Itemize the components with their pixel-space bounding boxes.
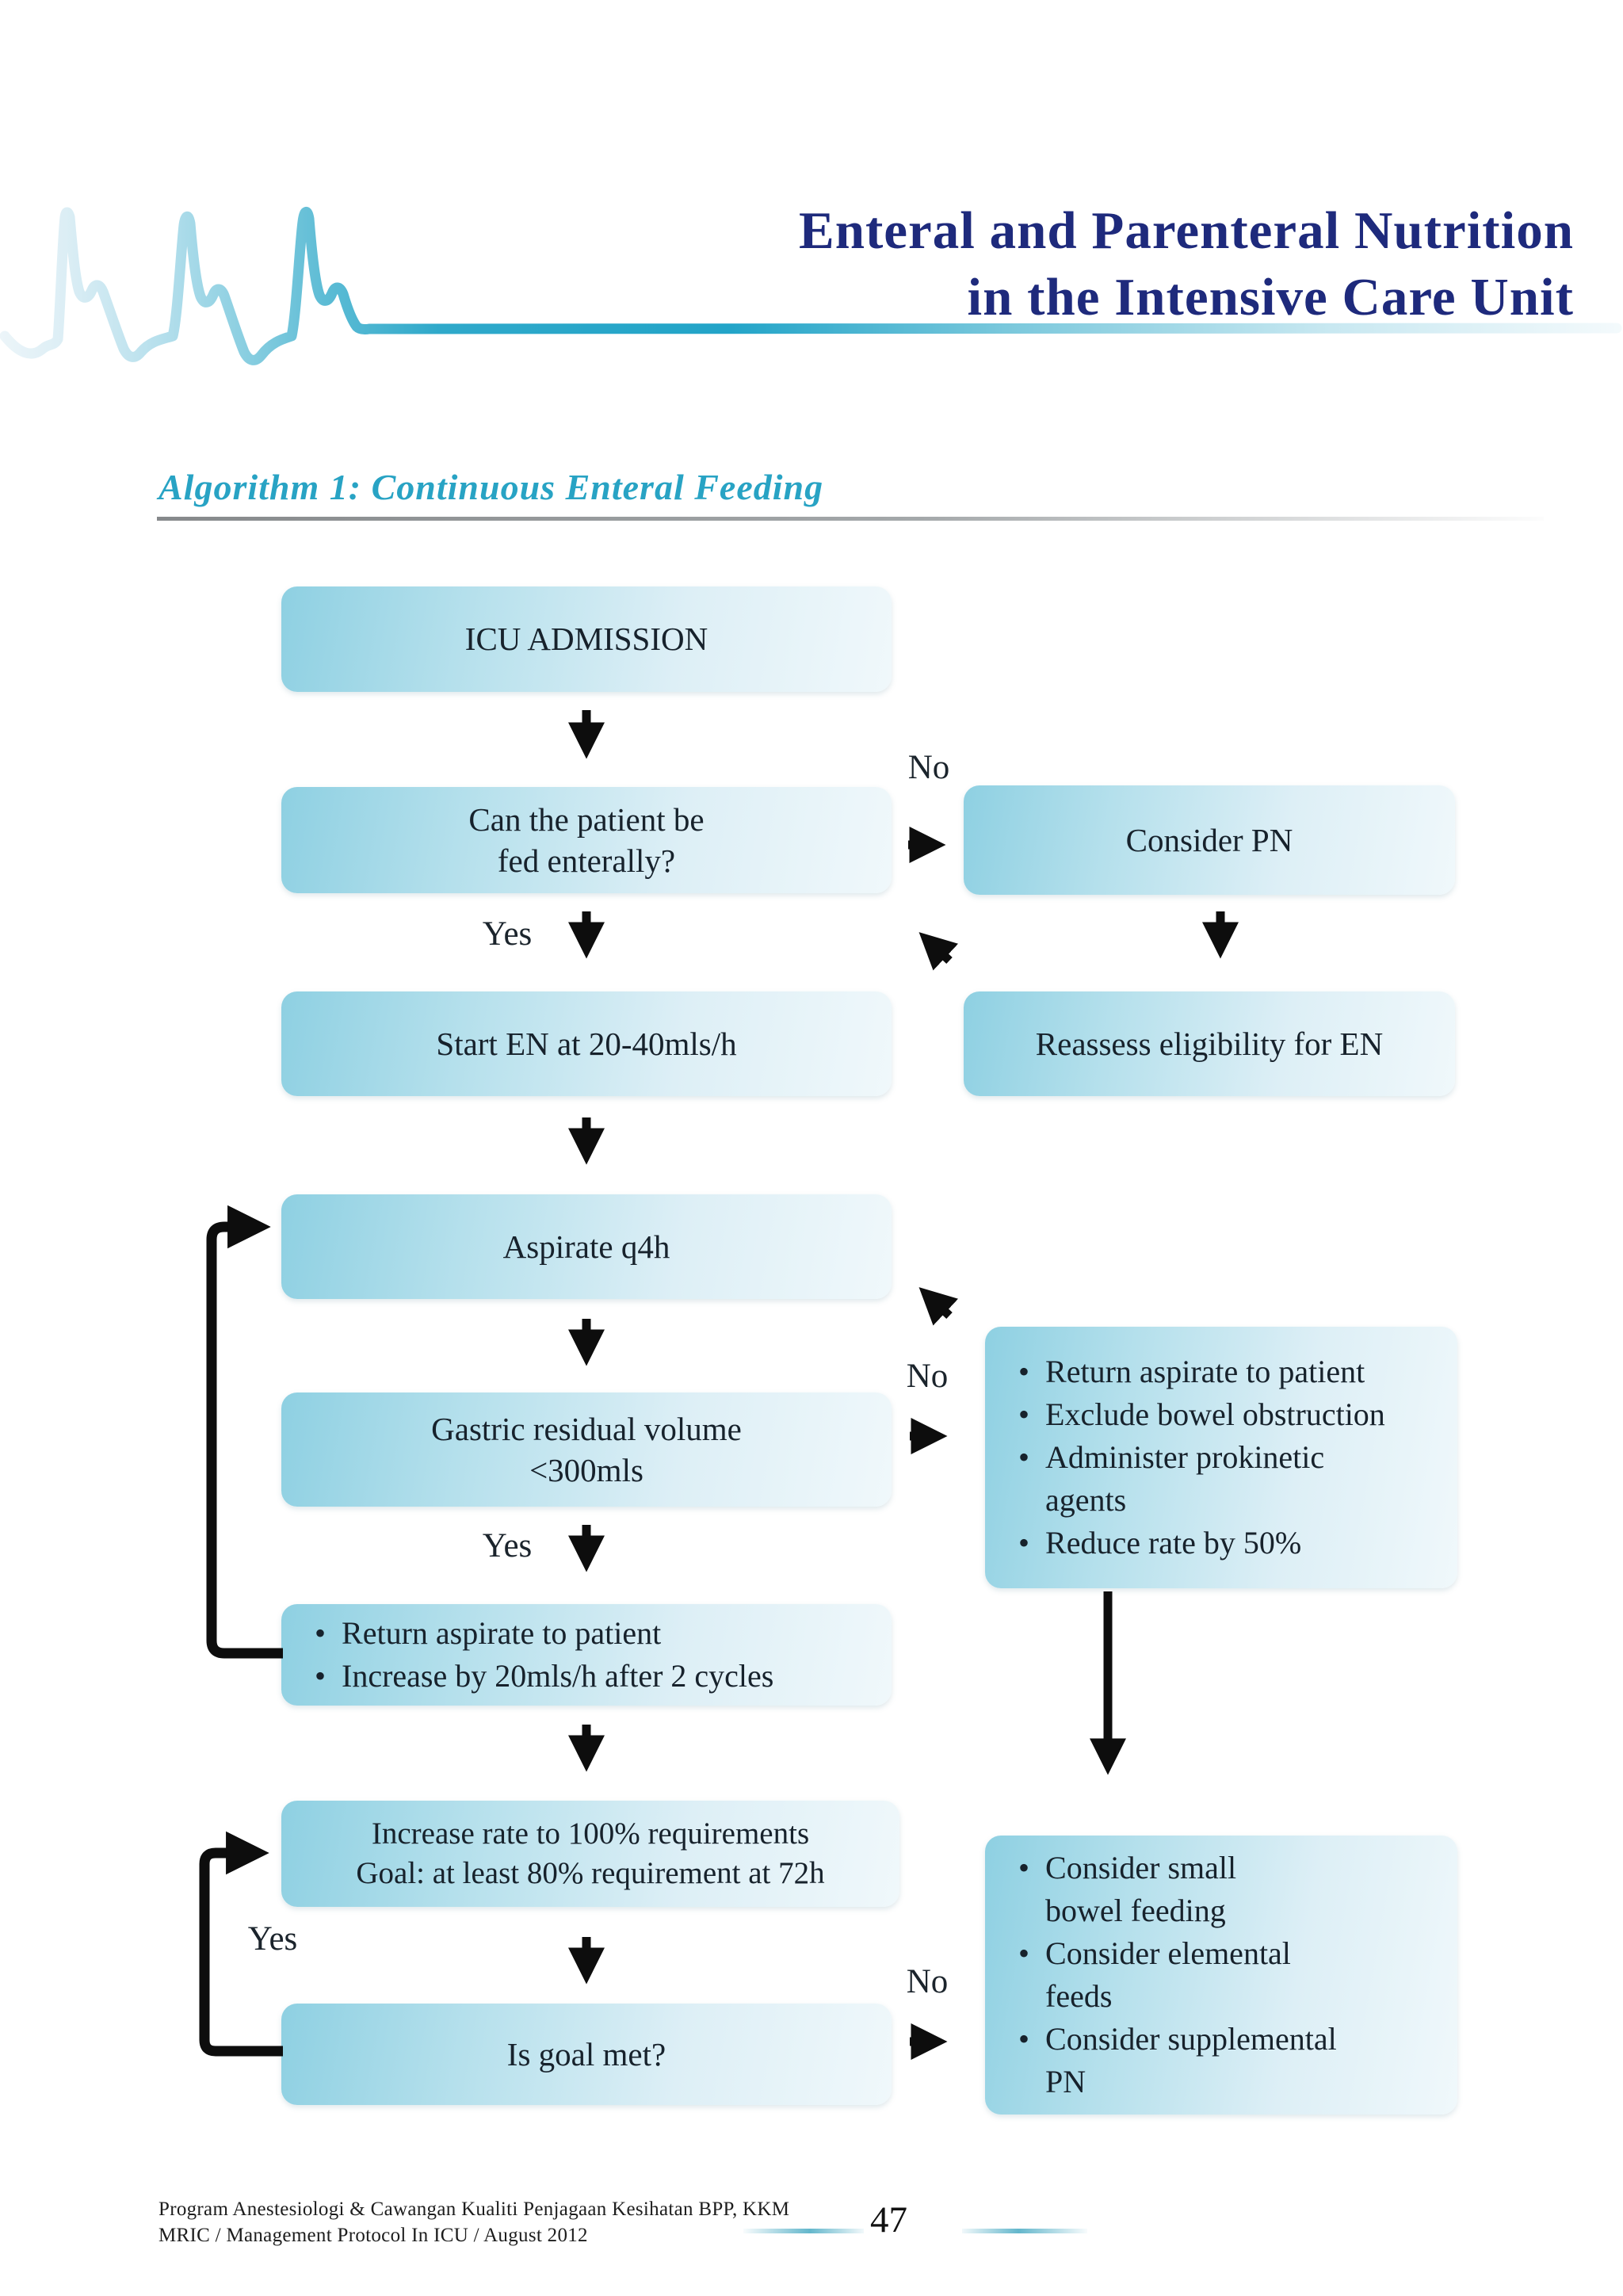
node-label: Increase rate to 100% requirements: [371, 1817, 810, 1851]
node-label: Aspirate q4h: [502, 1228, 670, 1265]
node-start-en: Start EN at 20-40mls/h: [281, 991, 892, 1096]
bullet-item: Exclude bowel obstruction: [1018, 1393, 1437, 1436]
edge-label-no: No: [907, 749, 950, 786]
node-label: Reassess eligibility for EN: [1035, 1025, 1384, 1062]
node-label: fed enterally?: [497, 842, 676, 879]
arrow-return-up-left-2: [918, 1287, 959, 1326]
bullet-item: Return aspirate to patient: [315, 1612, 871, 1655]
edge-label-no: No: [906, 1358, 949, 1395]
edge-label-yes: Yes: [482, 915, 533, 953]
edge-label-yes: Yes: [247, 1920, 298, 1958]
arrow-loop-to-aspirate: [206, 1205, 283, 1659]
node-label: Start EN at 20-40mls/h: [436, 1025, 737, 1062]
node-label: ICU ADMISSION: [464, 621, 708, 658]
bullet-item: Administer prokinetic agents: [1018, 1436, 1437, 1522]
footer-credits: Program Anestesiologi & Cawangan Kualiti…: [158, 2197, 789, 2248]
node-label: <300mls: [529, 1452, 643, 1488]
page-title-line2: in the Intensive Care Unit: [967, 267, 1574, 327]
node-label: Gastric residual volume: [431, 1410, 742, 1447]
bullet-item: Consider small bowel feeding: [1018, 1847, 1437, 1932]
node-label: Consider PN: [1125, 821, 1293, 858]
node-low-grv-actions: Return aspirate to patient Increase by 2…: [281, 1604, 892, 1706]
page-title-line1: Enteral and Parenteral Nutrition: [799, 201, 1574, 260]
edge-label-yes: Yes: [482, 1527, 533, 1564]
node-can-feed-enterally: Can the patient be fed enterally?: [281, 787, 892, 893]
node-high-grv-actions: Return aspirate to patient Exclude bowel…: [985, 1327, 1457, 1588]
page-number-dash-left: [743, 2229, 864, 2233]
bullet-item: Consider elemental feeds: [1018, 1932, 1437, 2018]
page-number-dash-right: [962, 2229, 1087, 2233]
node-icu-admission: ICU ADMISSION: [281, 586, 892, 692]
heading-underline: [157, 517, 1544, 521]
node-label: Can the patient be: [468, 800, 705, 838]
node-goal-not-met-actions: Consider small bowel feeding Consider el…: [985, 1836, 1457, 2115]
footer-line2: MRIC / Management Protocol In ICU / Augu…: [158, 2224, 588, 2246]
node-increase-rate-goal: Increase rate to 100% requirements Goal:…: [281, 1801, 899, 1907]
arrow-return-up-left: [918, 932, 959, 971]
bullet-item: Reduce rate by 50%: [1018, 1522, 1437, 1564]
node-aspirate-q4h: Aspirate q4h: [281, 1194, 892, 1299]
node-is-goal-met: Is goal met?: [281, 2004, 892, 2105]
node-consider-pn: Consider PN: [964, 785, 1455, 895]
algorithm-heading: Algorithm 1: Continuous Enteral Feeding: [158, 467, 824, 507]
footer-line1: Program Anestesiologi & Cawangan Kualiti…: [158, 2199, 790, 2220]
node-reassess-en-eligibility: Reassess eligibility for EN: [964, 991, 1455, 1096]
node-label: Is goal met?: [506, 2035, 666, 2073]
node-gastric-residual-volume: Gastric residual volume <300mls: [281, 1392, 892, 1507]
bullet-item: Consider supplemental PN: [1018, 2018, 1437, 2103]
bullet-item: Increase by 20mls/h after 2 cycles: [315, 1655, 871, 1698]
node-label: Goal: at least 80% requirement at 72h: [356, 1856, 825, 1890]
edge-label-no: No: [906, 1963, 949, 2000]
arterial-waveform-icon: [0, 207, 1622, 365]
bullet-item: Return aspirate to patient: [1018, 1350, 1437, 1393]
page-number: 47: [870, 2199, 907, 2241]
page-title: Enteral and Parenteral Nutrition in the …: [799, 198, 1574, 331]
